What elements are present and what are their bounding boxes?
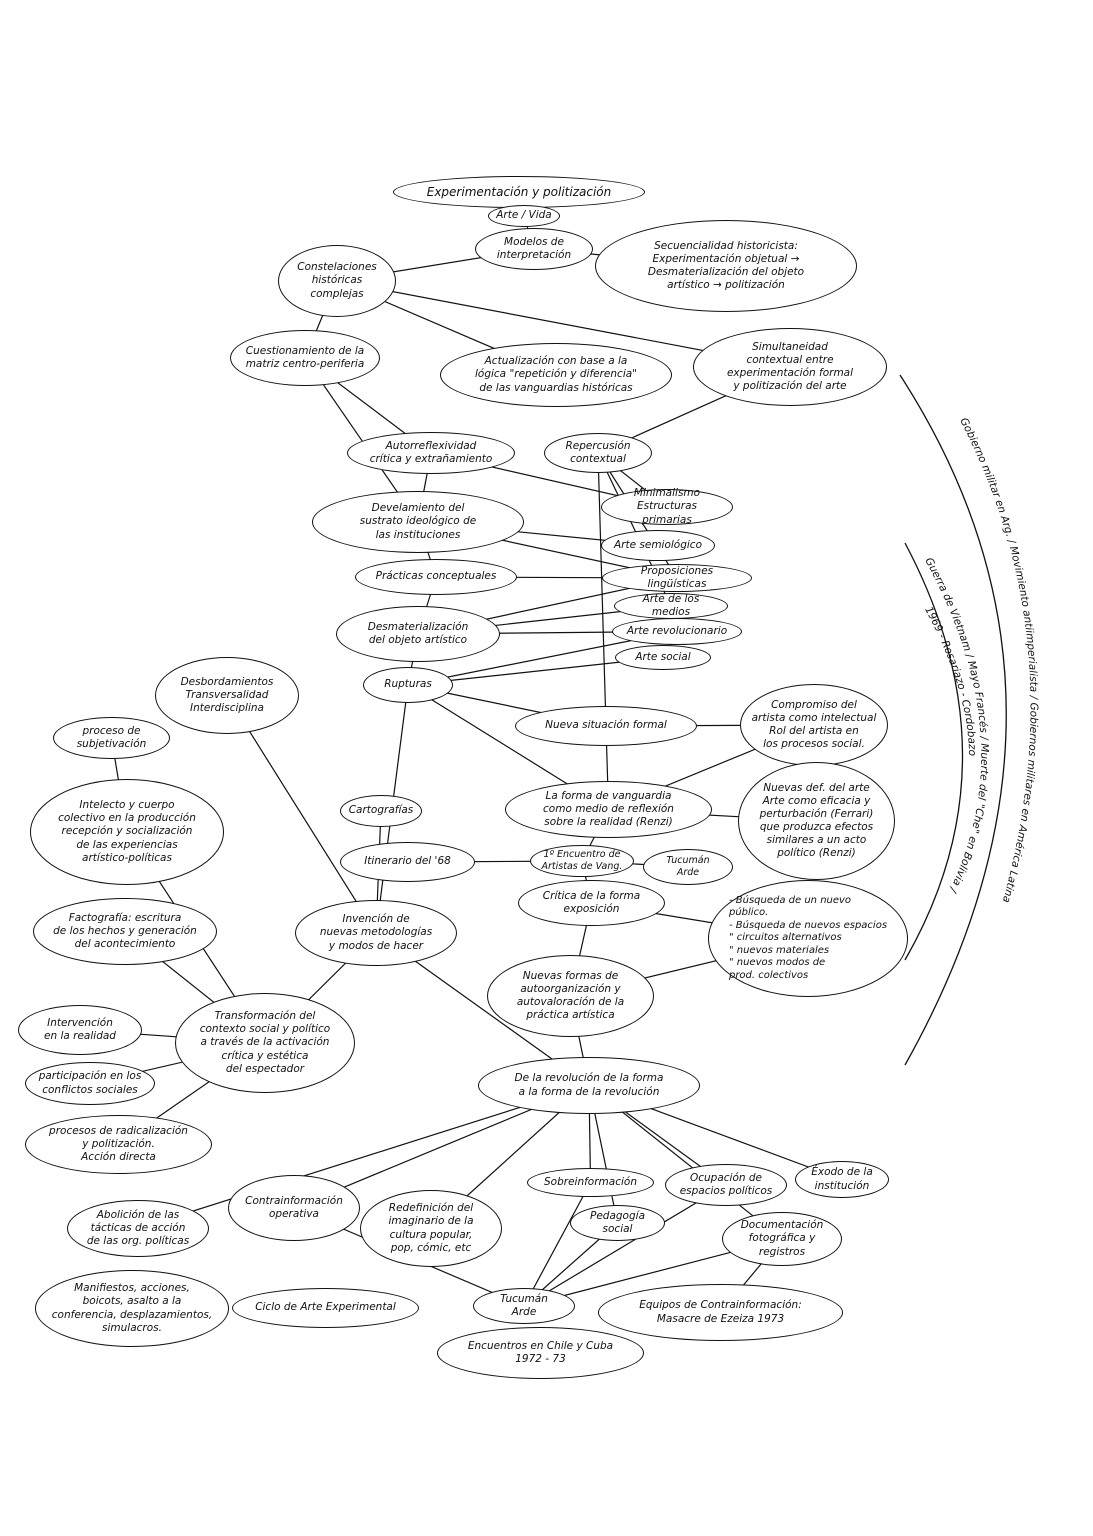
node-19: Arte social [615, 645, 711, 670]
node-42: Contrainformación operativa [228, 1175, 360, 1241]
node-26: La forma de vanguardia como medio de ref… [505, 781, 712, 838]
node-6: Cuestionamiento de la matriz centro-peri… [230, 330, 380, 386]
node-20: Rupturas [363, 667, 453, 703]
node-8: Simultaneidad contextual entre experimen… [693, 328, 887, 406]
node-43: Sobreinformación [527, 1168, 654, 1197]
edge-21-35 [226, 695, 377, 934]
node-41: De la revolución de la forma a la forma … [478, 1057, 700, 1114]
node-4: Secuencialidad historicista: Experimenta… [595, 220, 857, 312]
node-40: procesos de radicalización y politizació… [25, 1115, 212, 1174]
node-14: Prácticas conceptuales [355, 559, 517, 595]
node-53: Equipos de Contrainformación: Masacre de… [598, 1284, 843, 1341]
node-48: Pedagogía social [570, 1205, 665, 1241]
node-47: Redefinición del imaginario de la cultur… [360, 1190, 502, 1267]
node-33: - Búsqueda de un nuevo público. - Búsque… [708, 880, 908, 997]
node-22: Nueva situación formal [515, 706, 697, 746]
node-50: Manifiestos, acciones, boicots, asalto a… [35, 1270, 229, 1347]
node-54: Encuentros en Chile y Cuba 1972 - 73 [437, 1327, 644, 1379]
node-21: Desbordamientos Transversalidad Interdis… [155, 657, 299, 734]
node-32: Crítica de la forma exposición [518, 880, 665, 926]
edge-10-22 [597, 452, 607, 727]
node-45: Éxodo de la institución [795, 1161, 889, 1198]
edge-44-52 [523, 1184, 727, 1307]
node-29: Itinerario del '68 [340, 842, 475, 882]
node-44: Ocupación de espacios políticos [665, 1164, 787, 1206]
node-5: Constelaciones históricas complejas [278, 245, 396, 317]
node-1-title: Experimentación y politización [393, 176, 645, 208]
node-7: Actualización con base a la lógica "repe… [440, 343, 672, 407]
node-24: proceso de subjetivación [53, 717, 170, 759]
edge-43-52 [523, 1182, 592, 1307]
node-13: Arte semiológico [601, 530, 715, 561]
node-17: Desmaterialización del objeto artístico [336, 606, 500, 662]
node-23: Compromiso del artista como intelectual … [740, 684, 888, 766]
node-31: Tucumán Arde [643, 849, 733, 885]
node-18: Arte revolucionario [612, 618, 742, 645]
context-arc-inner [904, 542, 964, 961]
edge-41-46 [137, 1084, 590, 1230]
node-3: Modelos de interpretación [475, 228, 593, 270]
node-12: Minimalismo Estructuras primarias [601, 487, 733, 526]
node-9: Autorreflexividad crítica y extrañamient… [347, 432, 515, 474]
node-34: Factografía: escritura de los hechos y g… [33, 898, 217, 965]
node-15: Proposiciones lingüísticas [602, 564, 752, 592]
node-11: Develamiento del sustrato ideológico de … [312, 491, 524, 553]
node-46: Abolición de las tácticas de acción de l… [67, 1200, 209, 1257]
node-16: Arte de los medios [614, 593, 728, 619]
context-arc-outer [899, 374, 1007, 1066]
node-39: participación en los conflictos sociales [25, 1062, 155, 1105]
node-49: Documentación fotográfica y registros [722, 1212, 842, 1266]
node-35: Invención de nuevas metodologías y modos… [295, 900, 457, 966]
node-36: Nuevas formas de autoorganización y auto… [487, 955, 654, 1037]
node-37: Intervención en la realidad [18, 1005, 142, 1055]
node-38: Transformación del contexto social y pol… [175, 993, 355, 1093]
node-28: Cartografías [340, 795, 422, 827]
node-51: Ciclo de Arte Experimental [232, 1288, 419, 1328]
node-30: 1º Encuentro de Artistas de Vang. [530, 845, 634, 877]
node-52: Tucumán Arde [473, 1288, 575, 1324]
node-25: Intelecto y cuerpo colectivo en la produ… [30, 779, 224, 885]
node-27: Nuevas def. del arte Arte como eficacia … [738, 762, 895, 880]
node-10: Repercusión contextual [544, 433, 652, 473]
node-2: Arte / Vida [488, 205, 560, 227]
